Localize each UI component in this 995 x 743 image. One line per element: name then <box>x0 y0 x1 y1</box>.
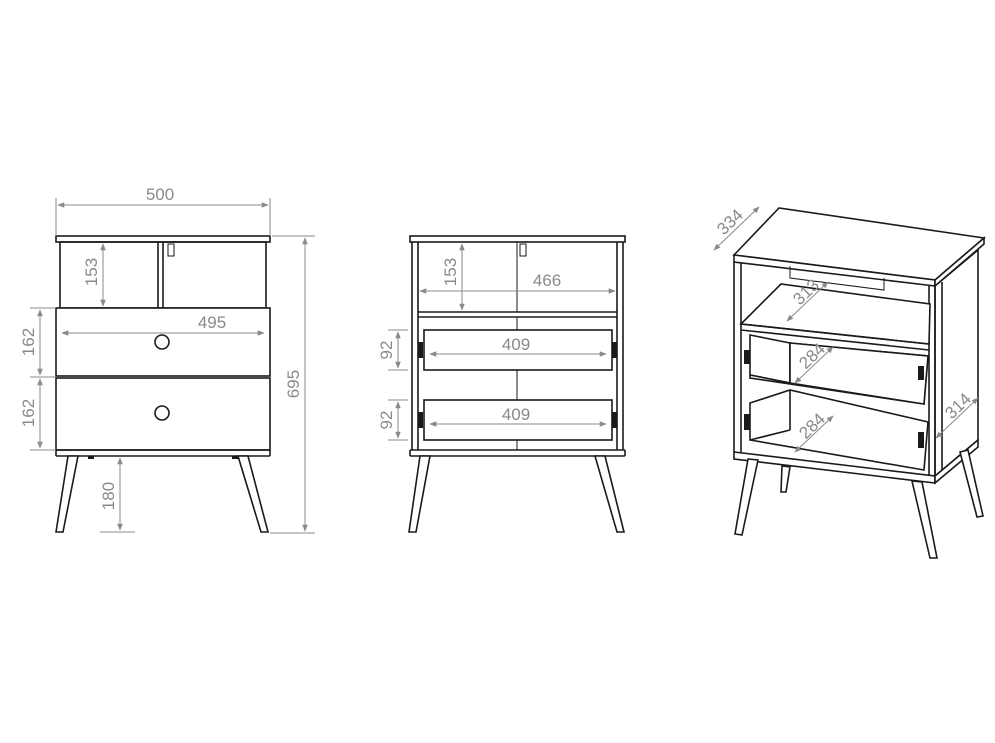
section-drawer-bottom <box>423 399 613 441</box>
front-drawer-top-knob <box>154 334 170 350</box>
iso-leg-front-right <box>910 480 938 559</box>
dim-section-drawer-top-height: 92 <box>377 341 396 360</box>
iso-shelf <box>739 283 931 345</box>
dim-total-height-label: 695 <box>284 370 303 398</box>
dim-niche-label: 153 <box>82 258 101 286</box>
dim-section-drawer-bottom-height: 92 <box>377 411 396 430</box>
dim-section-niche-label: 153 <box>441 258 460 286</box>
front-drawer-bottom-knob <box>154 405 170 421</box>
section-leg-right <box>593 455 626 533</box>
dim-section-inner-width-label: 466 <box>533 271 561 290</box>
iso-leg-front-left <box>734 458 759 536</box>
front-top-board <box>55 235 271 243</box>
section-top-board <box>409 235 626 243</box>
dim-section-drawer-top-width: 409 <box>502 335 530 354</box>
dim-drawer-bottom-label: 162 <box>19 399 38 427</box>
iso-drawer-bottom-body <box>749 389 929 471</box>
dim-iso-top-depth: 334 <box>713 205 747 238</box>
dim-leg-label: 180 <box>99 482 118 510</box>
section-drawer-top <box>423 329 613 371</box>
iso-leg-back-right <box>959 449 984 518</box>
front-leg-right <box>236 455 270 533</box>
dim-inner-width-label: 495 <box>198 313 226 332</box>
dim-width-label: 500 <box>146 185 174 204</box>
front-hinge <box>167 243 175 257</box>
dim-drawer-top-label: 162 <box>19 328 38 356</box>
section-leg-left <box>408 455 431 533</box>
dim-section-drawer-bottom-width: 409 <box>502 405 530 424</box>
iso-leg-back-left <box>780 465 791 493</box>
section-view: 153 466 92 409 92 409 <box>377 235 626 533</box>
front-view: 500 153 495 162 162 180 695 <box>19 185 315 534</box>
iso-view: 334 313 284 284 314 <box>713 205 986 559</box>
front-leg-left <box>55 455 79 533</box>
